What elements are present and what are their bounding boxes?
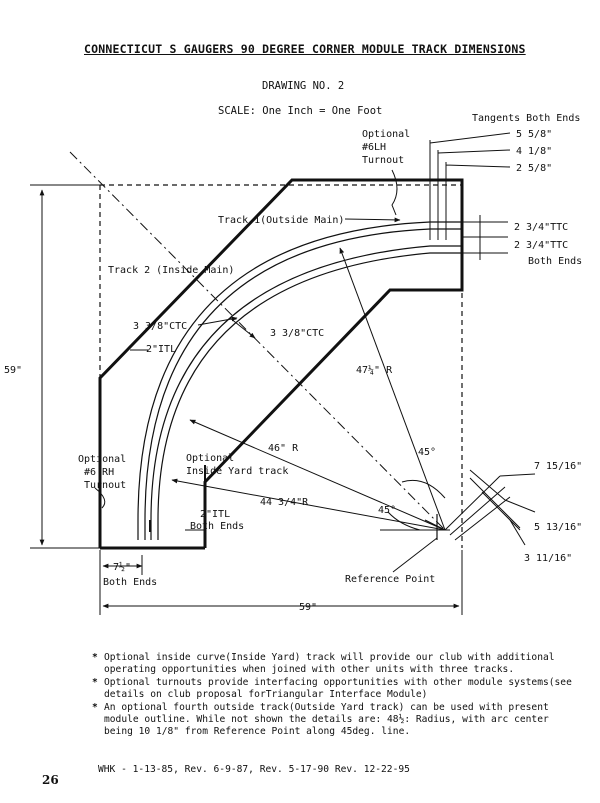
ctc-left-label: 3 3/8"CTC bbox=[133, 321, 187, 332]
itl-left-label: 2"ITL bbox=[146, 344, 176, 355]
note-bullet: * bbox=[92, 676, 98, 688]
dim-5-5-8: 5 5/8" bbox=[516, 129, 552, 140]
note-bullet: * bbox=[92, 701, 98, 713]
note-item: * Optional inside curve(Inside Yard) tra… bbox=[92, 652, 572, 677]
optional-6lh-label-2: #6LH bbox=[362, 142, 386, 153]
itl-bottom-label: 2"ITL bbox=[200, 509, 230, 520]
ttc-label-2: 2 3/4"TTC bbox=[514, 240, 568, 251]
angle-45-lower: 45° bbox=[378, 505, 396, 516]
dim-7-15-16: 7 15/16" bbox=[534, 461, 582, 472]
optional-6rh-label-3: Turnout bbox=[84, 480, 126, 491]
module-outline-dashed bbox=[99, 184, 463, 548]
track-1-arc bbox=[137, 221, 462, 540]
r44-label: 44 3/4"R bbox=[260, 497, 309, 508]
radius-47-line bbox=[339, 247, 446, 531]
dim-4-1-8: 4 1/8" bbox=[516, 146, 552, 157]
optional-6rh-label: Optional bbox=[78, 454, 126, 465]
note-bullet: * bbox=[92, 652, 98, 663]
module-outline bbox=[98, 178, 464, 550]
dim-59-left-label: 59" bbox=[4, 365, 22, 376]
dim-59-bottom-label: 59" bbox=[299, 602, 317, 613]
revision-line: WHK - 1-13-85, Rev. 6-9-87, Rev. 5-17-90… bbox=[98, 764, 410, 775]
tangents-label: Tangents Both Ends bbox=[472, 113, 580, 124]
track-2-arc bbox=[150, 245, 462, 540]
track-2-arc-rail bbox=[157, 252, 462, 540]
optional-6lh-label: Optional bbox=[362, 129, 410, 140]
angle-arc-lower bbox=[387, 511, 421, 531]
dim-3-11-16: 3 11/16" bbox=[524, 553, 572, 564]
page-number: 26 bbox=[42, 773, 59, 787]
dim-2-5-8: 2 5/8" bbox=[516, 163, 552, 174]
ttc-label-1: 2 3/4"TTC bbox=[514, 222, 568, 233]
optional-yard-label: Optional bbox=[186, 453, 234, 464]
dim-7-5-label: 7½" bbox=[113, 561, 131, 573]
ctc-leader-right bbox=[229, 317, 256, 339]
track1-label: Track 1(Outside Main) bbox=[218, 215, 344, 226]
optional-yard-label-2: Inside Yard track bbox=[186, 466, 288, 477]
optional-6rh-label-2: #6 RH bbox=[84, 467, 114, 478]
diagonal-45-line bbox=[69, 151, 446, 531]
angle-45-upper: 45° bbox=[418, 447, 436, 458]
reference-point-marker bbox=[424, 514, 446, 540]
r46-label: 46" R bbox=[268, 443, 299, 454]
drawing-number: DRAWING NO. 2 bbox=[262, 80, 345, 92]
both-ends-bottom: Both Ends bbox=[103, 577, 157, 588]
scale-label: SCALE: One Inch = One Foot bbox=[218, 105, 383, 117]
dim-5-13-16: 5 13/16" bbox=[534, 522, 582, 533]
note-item: * An optional fourth outside track(Outsi… bbox=[92, 702, 572, 739]
note-text: Optional turnouts provide interfacing op… bbox=[104, 676, 572, 701]
r47-label: 47¼" R bbox=[356, 364, 393, 376]
ctc-leader-left bbox=[197, 316, 238, 326]
right-dim-lines bbox=[444, 469, 521, 541]
ttc-dim-lines bbox=[462, 215, 508, 260]
itl-bottom-label-2: Both Ends bbox=[190, 521, 244, 532]
note-item: * Optional turnouts provide interfacing … bbox=[92, 677, 572, 702]
both-ends-right: Both Ends bbox=[528, 256, 582, 267]
note-text: An optional fourth outside track(Outside… bbox=[104, 701, 549, 738]
note-text: Optional inside curve(Inside Yard) track… bbox=[104, 652, 555, 676]
ctc-right-label: 3 3/8"CTC bbox=[270, 328, 324, 339]
angle-arc-upper bbox=[401, 479, 446, 499]
track-diagram: Tangents Both Ends Optional #6LH Turnout… bbox=[4, 113, 582, 615]
page-title: CONNECTICUT S GAUGERS 90 DEGREE CORNER M… bbox=[84, 42, 526, 56]
track2-label: Track 2 (Inside Main) bbox=[108, 265, 234, 276]
optional-6lh-label-3: Turnout bbox=[362, 155, 404, 166]
reference-point-leader bbox=[392, 537, 438, 573]
rh-turnout-pointer bbox=[94, 487, 106, 509]
radius-46-line bbox=[189, 419, 446, 531]
track-1-arc-rail bbox=[144, 228, 462, 540]
tangent-dim-lines bbox=[429, 132, 511, 240]
notes-list: * Optional inside curve(Inside Yard) tra… bbox=[92, 652, 572, 739]
reference-point-label: Reference Point bbox=[345, 574, 435, 585]
